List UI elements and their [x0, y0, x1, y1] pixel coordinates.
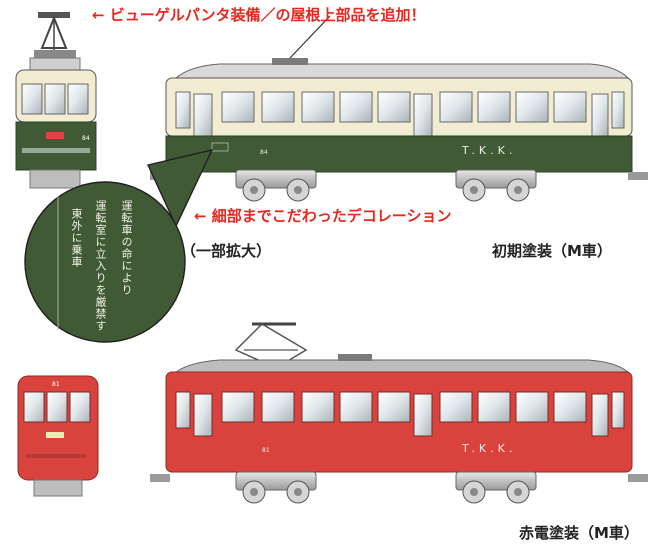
- door-window: [193, 393, 213, 437]
- front-view-early-livery: 84: [15, 12, 97, 189]
- side-window: [377, 91, 411, 123]
- side-view-red-livery: T.K.K. 81: [150, 322, 648, 504]
- side-number-red: 81: [262, 447, 270, 454]
- wheel-hub: [250, 488, 258, 496]
- side-window: [515, 91, 549, 123]
- side-window: [301, 391, 335, 423]
- side-window: [439, 391, 473, 423]
- side-window: [221, 391, 255, 423]
- door-window: [193, 93, 213, 137]
- front-number-red: 81: [52, 381, 60, 388]
- side-view-early-livery: T.K.K. 84: [150, 15, 648, 202]
- side-window: [261, 391, 295, 423]
- zoom-text-line-1: 運転車の命により: [120, 200, 133, 296]
- side-window: [439, 91, 473, 123]
- wheel-hub: [514, 488, 522, 496]
- side-window: [339, 91, 373, 123]
- wheel-hub: [294, 186, 302, 194]
- door-window: [413, 393, 433, 437]
- wheel-hub: [470, 186, 478, 194]
- side-window: [515, 391, 549, 423]
- side-window: [261, 91, 295, 123]
- side-window: [477, 91, 511, 123]
- door-window: [591, 93, 609, 137]
- front-number-early: 84: [82, 135, 90, 142]
- side-window: [339, 391, 373, 423]
- side-window: [553, 391, 587, 423]
- coupler: [628, 474, 648, 482]
- wheel-hub: [470, 488, 478, 496]
- coupler: [628, 172, 648, 180]
- variant-label-early: 初期塗装（M車）: [492, 242, 612, 260]
- wheel-hub: [250, 186, 258, 194]
- side-window: [477, 391, 511, 423]
- side-window: [611, 91, 625, 129]
- side-logo-early: T.K.K.: [461, 144, 516, 157]
- side-window: [611, 391, 625, 429]
- zoom-text-line-3: 東外に乗車: [70, 208, 83, 268]
- zoom-text-line-2: 運転室に立入りを厳禁す: [94, 200, 107, 332]
- side-window: [377, 391, 411, 423]
- zoom-callout: [24, 148, 214, 343]
- coupler: [150, 474, 170, 482]
- front-view-red-livery: 81: [17, 375, 99, 497]
- side-window: [175, 391, 191, 429]
- side-window: [301, 91, 335, 123]
- side-window: [553, 91, 587, 123]
- wheel-hub: [514, 186, 522, 194]
- side-window: [175, 91, 191, 129]
- pantograph-note: ← ビューゲルパンタ装備／の屋根上部品を追加！: [92, 6, 426, 24]
- side-logo-red: T.K.K.: [461, 442, 516, 455]
- side-number-early: 84: [260, 149, 268, 156]
- wheel-hub: [294, 488, 302, 496]
- variant-label-red: 赤電塗装（M車）: [519, 524, 639, 542]
- door-window: [591, 393, 609, 437]
- door-window: [413, 93, 433, 137]
- side-window: [221, 91, 255, 123]
- decoration-note: ← 細部までこだわったデコレーション: [194, 207, 452, 225]
- zoom-caption: （一部拡大）: [181, 242, 272, 260]
